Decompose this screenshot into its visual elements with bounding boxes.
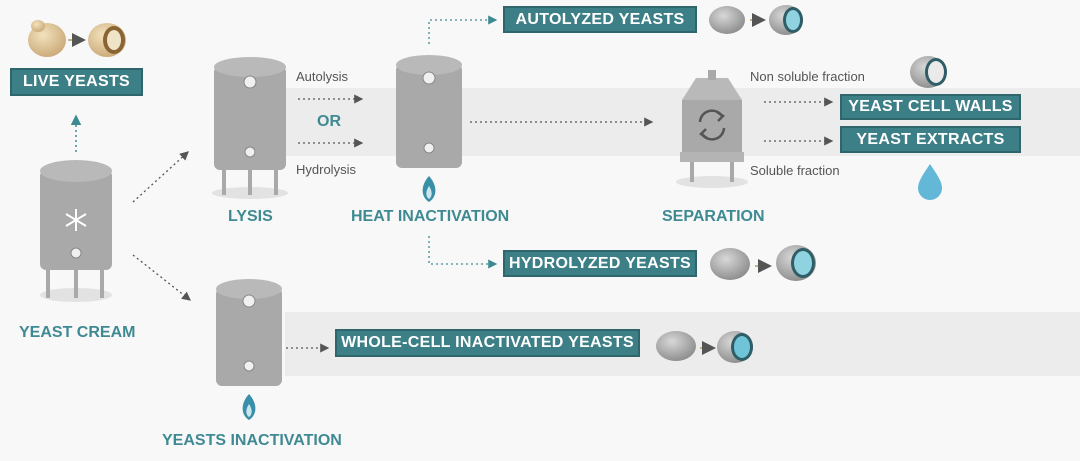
autolyzed-yeasts-box: AUTOLYZED YEASTS xyxy=(503,6,697,33)
lysis-label: LYSIS xyxy=(228,208,273,225)
heat-inactivation-tank xyxy=(396,55,462,168)
separation-label: SEPARATION xyxy=(662,208,765,225)
whole-cell-inactivated-yeasts-box: WHOLE-CELL INACTIVATED YEASTS xyxy=(335,329,640,357)
snowflake-icon xyxy=(65,209,87,231)
yeast-cream-label: YEAST CREAM xyxy=(19,324,136,341)
hydrolysis-label: Hydrolysis xyxy=(296,162,356,177)
yeast-cut-cell-icon xyxy=(769,5,803,35)
hydrolyzed-yeasts-box: HYDROLYZED YEASTS xyxy=(503,250,697,277)
arrow-to-autolyzed xyxy=(428,15,498,44)
arrow-to-hydrolyzed xyxy=(428,236,498,269)
yeasts-inactivation-tank xyxy=(216,279,282,386)
yeast-cell-icon xyxy=(710,248,750,280)
soluble-fraction-label: Soluble fraction xyxy=(750,163,840,178)
or-label: OR xyxy=(317,113,341,130)
live-yeast-cell-icon xyxy=(28,20,66,57)
live-yeasts-box: LIVE YEASTS xyxy=(10,68,143,96)
refresh-icon xyxy=(698,109,726,141)
autolysis-label: Autolysis xyxy=(296,69,349,84)
yeast-cut-cell-icon xyxy=(717,331,753,363)
yeast-cut-cell-icon xyxy=(776,245,816,281)
yeast-cell-icon xyxy=(709,6,745,34)
heat-inactivation-label: HEAT INACTIVATION xyxy=(351,208,510,225)
separator-machine xyxy=(676,70,748,188)
cell-wall-icon xyxy=(910,56,947,88)
arrow-to-inactivation xyxy=(132,254,192,301)
yeasts-inactivation-label: YEASTS INACTIVATION xyxy=(162,432,342,449)
yeast-cell-icon xyxy=(656,331,696,361)
yeast-extracts-box: YEAST EXTRACTS xyxy=(840,126,1021,153)
flame-icon xyxy=(242,394,256,420)
lysis-tank xyxy=(212,57,288,199)
arrow-to-lysis xyxy=(132,151,189,203)
non-soluble-fraction-label: Non soluble fraction xyxy=(750,69,865,84)
droplet-icon xyxy=(918,164,942,200)
flame-icon xyxy=(422,176,436,202)
yeast-cell-walls-box: YEAST CELL WALLS xyxy=(840,94,1021,120)
live-yeast-cut-cell-icon xyxy=(88,23,126,57)
